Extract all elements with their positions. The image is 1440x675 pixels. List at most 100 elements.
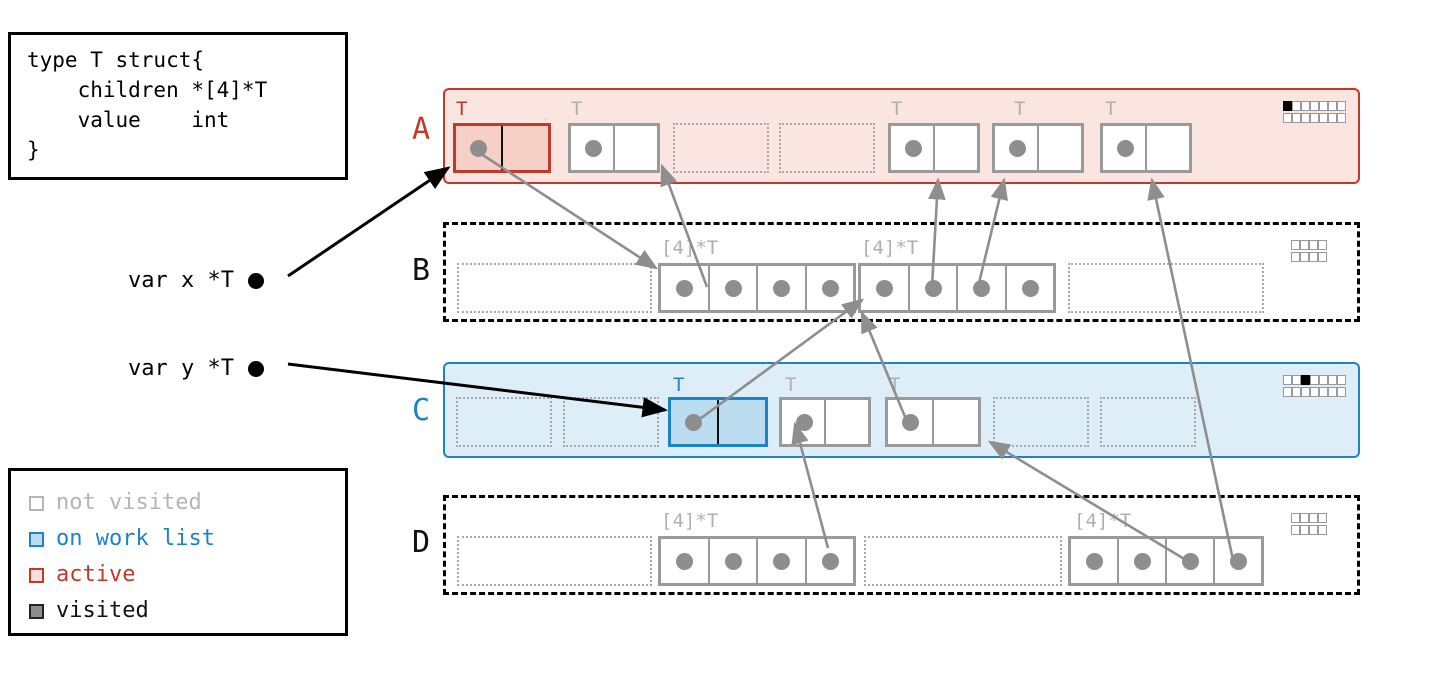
array-slot bbox=[807, 266, 854, 310]
pointer-dot-icon bbox=[905, 140, 922, 157]
span-meter-icon-d bbox=[1291, 513, 1327, 535]
span-meter-icon-c bbox=[1283, 375, 1346, 397]
meter-cell bbox=[1310, 375, 1319, 385]
legend-label: on work list bbox=[56, 526, 215, 551]
legend-item-on-work-list: on work list bbox=[29, 521, 345, 557]
array-slot bbox=[661, 266, 710, 310]
legend-item-visited: visited bbox=[29, 593, 345, 629]
meter-cell bbox=[1328, 113, 1337, 123]
legend-label: not visited bbox=[56, 490, 202, 515]
meter-cell bbox=[1291, 252, 1300, 262]
meter-cell bbox=[1318, 240, 1327, 250]
array-slot bbox=[1215, 539, 1261, 583]
type-tag-t: T bbox=[889, 374, 901, 396]
legend-label: active bbox=[56, 562, 136, 587]
free-slot-a-3 bbox=[779, 123, 875, 173]
meter-cell bbox=[1310, 113, 1319, 123]
meter-cell bbox=[1292, 101, 1301, 111]
meter-row bbox=[1291, 525, 1327, 535]
array-slot bbox=[1167, 539, 1215, 583]
region-label-a: A bbox=[412, 112, 431, 147]
pointer-dot-icon bbox=[1009, 140, 1026, 157]
object-value-cell bbox=[1039, 126, 1081, 170]
pointer-dot-icon bbox=[924, 280, 942, 297]
object-pointer-cell bbox=[888, 400, 934, 444]
legend-item-not-visited: not visited bbox=[29, 485, 345, 521]
array-slot bbox=[1071, 539, 1119, 583]
heap-object-c-4[interactable] bbox=[885, 397, 981, 447]
heap-object-a-0[interactable] bbox=[453, 123, 551, 173]
free-slot-c-1 bbox=[563, 397, 659, 447]
region-c: T T T bbox=[443, 362, 1360, 458]
array-slot bbox=[758, 266, 807, 310]
meter-cell bbox=[1318, 252, 1327, 262]
region-label-b: B bbox=[412, 253, 431, 288]
region-d: [4]*T [4]*T bbox=[443, 495, 1360, 595]
object-value-cell bbox=[826, 400, 868, 444]
var-x-label: var x *T bbox=[128, 268, 234, 293]
free-slot-c-5 bbox=[993, 397, 1089, 447]
type-tag-array: [4]*T bbox=[661, 510, 719, 532]
meter-cell bbox=[1301, 101, 1310, 111]
meter-row bbox=[1283, 113, 1346, 123]
legend-swatch-icon bbox=[29, 495, 44, 511]
meter-cell bbox=[1309, 525, 1318, 535]
object-value-cell bbox=[1147, 126, 1189, 170]
free-slot-d-0 bbox=[457, 536, 652, 586]
heap-object-c-2[interactable] bbox=[668, 397, 768, 447]
meter-row bbox=[1291, 513, 1327, 523]
type-tag-t: T bbox=[1014, 98, 1026, 120]
free-slot-a-2 bbox=[673, 123, 769, 173]
pointer-dot-icon bbox=[1230, 553, 1247, 570]
array-slot bbox=[807, 539, 854, 583]
meter-cell bbox=[1301, 375, 1310, 385]
pointer-dot-icon bbox=[247, 360, 264, 377]
meter-cell bbox=[1283, 387, 1292, 397]
region-b: [4]*T [4]*T bbox=[443, 222, 1360, 322]
object-pointer-cell bbox=[1103, 126, 1147, 170]
meter-cell bbox=[1318, 513, 1327, 523]
legend-swatch-icon bbox=[29, 603, 44, 619]
heap-array-b-1[interactable] bbox=[658, 263, 856, 313]
meter-cell bbox=[1301, 387, 1310, 397]
meter-cell bbox=[1291, 513, 1300, 523]
heap-array-d-3[interactable] bbox=[1068, 536, 1264, 586]
meter-cell bbox=[1292, 113, 1301, 123]
heap-object-a-4[interactable] bbox=[888, 123, 980, 173]
heap-object-a-1[interactable] bbox=[568, 123, 660, 173]
meter-cell bbox=[1292, 375, 1301, 385]
array-slot bbox=[661, 539, 710, 583]
heap-array-d-1[interactable] bbox=[658, 536, 856, 586]
meter-cell bbox=[1328, 387, 1337, 397]
meter-row bbox=[1283, 387, 1346, 397]
object-pointer-cell bbox=[995, 126, 1039, 170]
pointer-dot-icon bbox=[773, 553, 791, 570]
pointer-dot-icon bbox=[1117, 140, 1134, 157]
pointer-dot-icon bbox=[902, 414, 919, 431]
meter-cell bbox=[1292, 387, 1301, 397]
span-meter-icon-b bbox=[1291, 240, 1327, 262]
pointer-dot-icon bbox=[676, 280, 694, 297]
free-slot-c-6 bbox=[1100, 397, 1196, 447]
array-slot bbox=[710, 539, 758, 583]
meter-cell bbox=[1328, 375, 1337, 385]
pointer-dot-icon bbox=[724, 553, 742, 570]
meter-cell bbox=[1300, 240, 1309, 250]
heap-object-c-3[interactable] bbox=[779, 397, 871, 447]
var-y-pointer: var y *T bbox=[128, 356, 264, 381]
heap-object-a-5[interactable] bbox=[992, 123, 1084, 173]
object-value-cell bbox=[615, 126, 657, 170]
meter-cell bbox=[1328, 101, 1337, 111]
meter-cell bbox=[1300, 525, 1309, 535]
type-tag-t: T bbox=[456, 98, 468, 120]
heap-array-b-2[interactable] bbox=[858, 263, 1056, 313]
type-tag-t: T bbox=[785, 374, 797, 396]
meter-row bbox=[1283, 101, 1346, 111]
meter-cell bbox=[1319, 387, 1328, 397]
array-slot bbox=[758, 539, 807, 583]
free-slot-c-0 bbox=[456, 397, 552, 447]
type-tag-t: T bbox=[571, 98, 583, 120]
heap-object-a-6[interactable] bbox=[1100, 123, 1192, 173]
pointer-dot-icon bbox=[1182, 553, 1199, 570]
legend-item-active: active bbox=[29, 557, 345, 593]
